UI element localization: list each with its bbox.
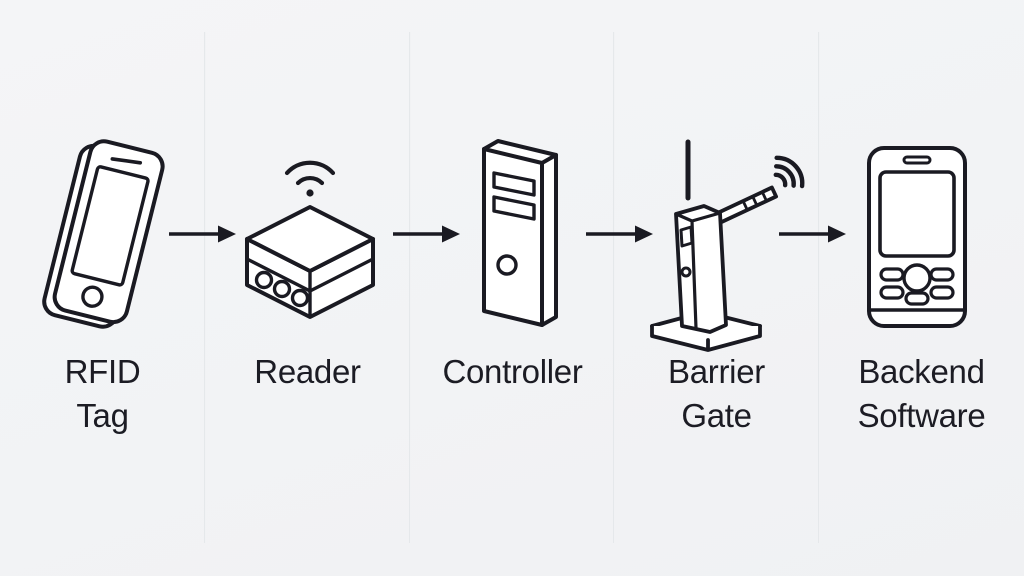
label-line: Gate [681,397,752,434]
controller-shell [482,139,558,327]
keypad-button [929,267,955,282]
node-label-rfid-tag: RFID Tag [0,350,205,438]
phone-screen [878,170,956,258]
keypad-button [904,291,930,306]
wifi-icon [773,155,805,189]
mobile-phone-icon [867,146,967,328]
flow-arrow [393,225,460,243]
node-label-reader: Reader [205,350,410,394]
label-line: Software [857,397,986,434]
flow-arrow [586,225,653,243]
phone-screen [70,165,150,287]
controller-vent-slot [492,171,536,197]
barrier-arm-stripes [741,190,768,212]
node-label-controller: Controller [410,350,615,394]
gate-base-side [650,324,762,352]
phone-home-button [81,285,104,308]
flow-arrow [779,225,846,243]
gate-display-panel [679,225,694,248]
flow-arrow [169,225,236,243]
column-divider [613,32,615,543]
node-label-backend-software: Backend Software [819,350,1024,438]
controller-top-edge [540,153,558,165]
label-line: RFID [64,353,141,390]
reader-port [272,279,292,299]
label-line: Controller [442,353,583,390]
reader-port [254,270,274,290]
label-line: Barrier [668,353,765,390]
controller-power-button [496,254,518,276]
label-line: Backend [858,353,985,390]
keypad-button [929,285,955,300]
reader-port [290,288,310,308]
phone-speaker [110,157,143,165]
rfid-reader-box-icon [245,160,375,319]
label-line: Tag [76,397,129,434]
phone-speaker [902,155,932,165]
keypad-center-button [902,263,932,293]
controller-vent-slot [492,195,536,221]
node-label-barrier-gate: Barrier Gate [614,350,819,438]
gate-button [680,266,692,278]
smartphone-icon [42,139,165,329]
column-divider [204,32,206,543]
reader-lid [245,205,375,273]
label-line: Reader [254,353,361,390]
wifi-icon [284,160,336,197]
keypad-button [879,285,905,300]
column-divider [409,32,411,543]
controller-tower-icon [482,139,558,327]
keypad-button [879,267,905,282]
column-divider [818,32,820,543]
barrier-gate-icon [650,139,805,352]
